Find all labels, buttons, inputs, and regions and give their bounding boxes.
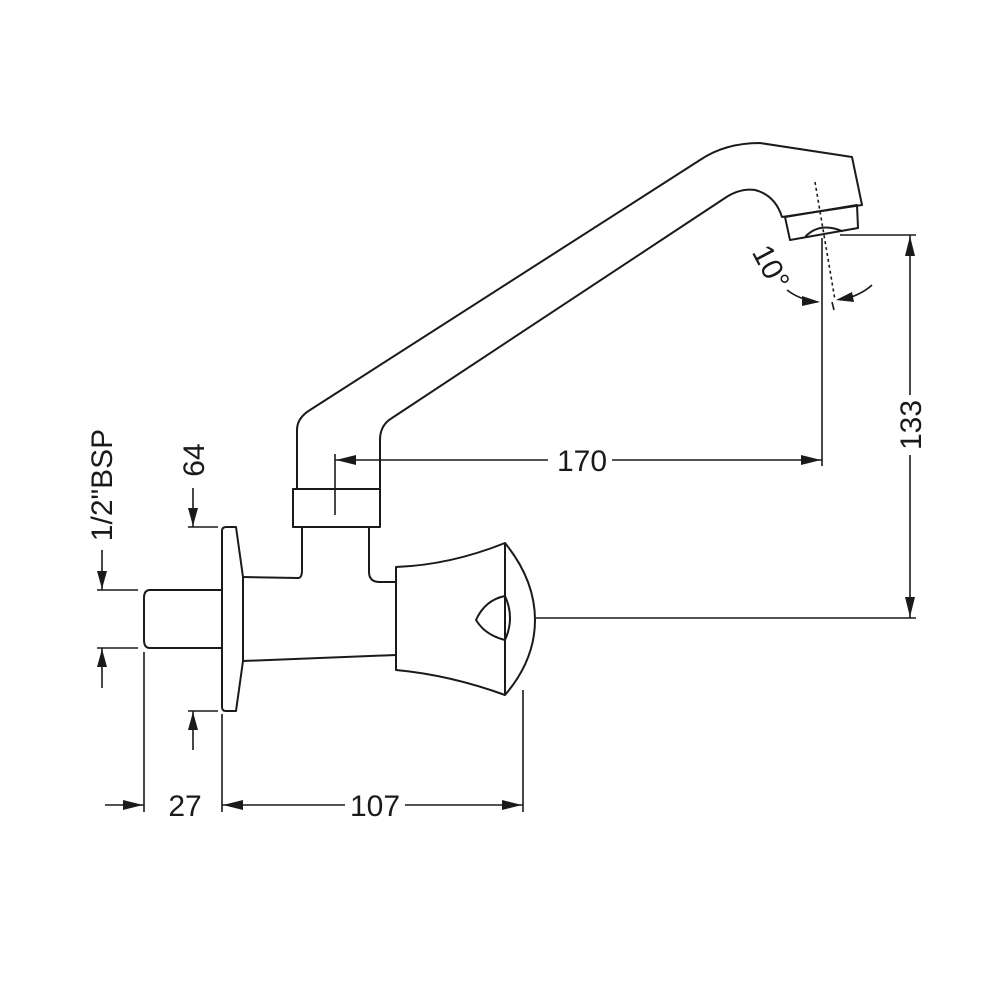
wall-flange bbox=[221, 526, 244, 712]
dim-thread-length-label: 27 bbox=[168, 790, 201, 823]
dim-thread-label: 1/2"BSP bbox=[86, 429, 119, 541]
dimension-angle: 10° bbox=[745, 240, 873, 311]
aerator bbox=[784, 204, 859, 241]
threaded-inlet bbox=[143, 589, 223, 649]
dim-height-label: 133 bbox=[895, 400, 928, 450]
dimension-reach: 170 bbox=[334, 238, 823, 515]
swivel-collar bbox=[292, 488, 381, 528]
dimension-flange: 64 bbox=[178, 443, 218, 750]
spray-axis bbox=[814, 181, 836, 301]
dimension-height: 133 bbox=[535, 234, 928, 619]
valve-body bbox=[242, 526, 397, 662]
dimension-depth: 27 107 bbox=[105, 652, 524, 823]
dim-flange-label: 64 bbox=[178, 443, 211, 476]
dim-angle-label: 10° bbox=[745, 240, 795, 296]
dim-reach-label: 170 bbox=[557, 445, 607, 478]
handle-indicator bbox=[475, 595, 511, 641]
dim-depth-label: 107 bbox=[350, 790, 400, 823]
faucet-outline bbox=[143, 142, 863, 712]
handle bbox=[395, 542, 536, 696]
spout bbox=[296, 142, 863, 490]
dimension-thread: 1/2"BSP bbox=[86, 429, 138, 688]
